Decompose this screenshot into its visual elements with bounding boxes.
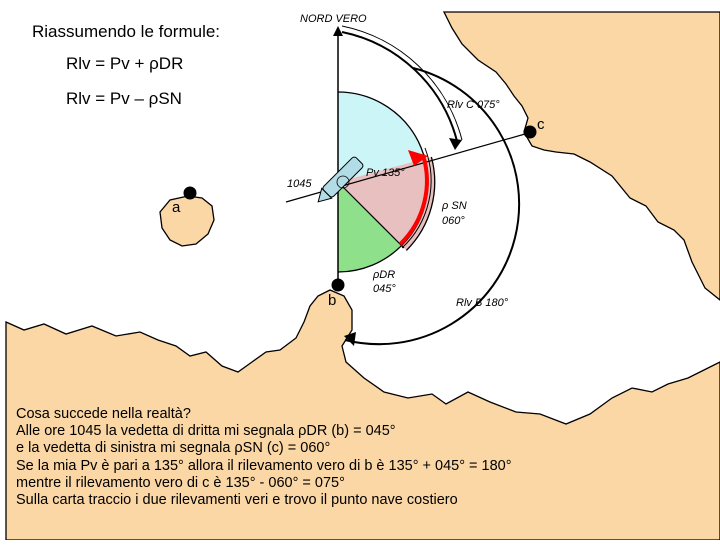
arc-rlv-c bbox=[341, 31, 458, 142]
label-rho-sn-value: 060° bbox=[442, 215, 465, 227]
sector-sn-arc-outline bbox=[405, 156, 436, 251]
red-arc-rho-sn-inner bbox=[401, 147, 432, 249]
label-rlv-c: Rlv C 075° bbox=[447, 99, 500, 111]
formula-rlv-sn: Rlv = Pv – ρSN bbox=[66, 89, 182, 108]
coast-top-right bbox=[442, 11, 720, 301]
explanation-line: mentre il rilevamento vero di c è 135° -… bbox=[16, 474, 345, 491]
heading-line-pv bbox=[337, 181, 405, 249]
label-time: 1045 bbox=[287, 178, 312, 190]
point-c-marker bbox=[523, 125, 537, 139]
ship-wheel-marker bbox=[336, 175, 350, 189]
explanation-line: e la vedetta di sinistra mi segnala ρSN … bbox=[16, 440, 331, 457]
island-a bbox=[159, 195, 215, 247]
label-rlv-b: Rlv B 180° bbox=[456, 297, 509, 309]
label-rho-dr-value: 045° bbox=[373, 283, 396, 295]
explanation-line: Se la mia Pv è pari a 135° allora il ril… bbox=[16, 457, 512, 474]
formula-rlv-dr: Rlv = Pv + ρDR bbox=[66, 54, 184, 73]
explanation-line: Cosa succede nella realtà? bbox=[16, 406, 191, 422]
arc-rlv-b bbox=[344, 67, 521, 346]
explanation-text: Cosa succede nella realtà? Alle ore 1045… bbox=[16, 406, 616, 509]
label-point-a: a bbox=[172, 199, 181, 216]
point-b-marker bbox=[331, 278, 345, 292]
sector-dr-arc-outline bbox=[337, 245, 403, 273]
formula-heading: Riassumendo le formule: bbox=[32, 22, 221, 41]
point-a-marker bbox=[183, 186, 197, 200]
arc-rlv-b-head bbox=[344, 332, 356, 346]
coast-bottom bbox=[5, 289, 720, 541]
red-arc-rho-sn-head bbox=[408, 150, 428, 166]
explanation-line: Sulla carta traccio i due rilevamenti ve… bbox=[16, 492, 458, 509]
explanation-line: Alle ore 1045 la vedetta di dritta mi se… bbox=[16, 423, 396, 440]
label-rho-sn: ρ SN bbox=[442, 200, 467, 212]
arc-rlv-c-head bbox=[449, 138, 462, 150]
red-arc-rho-sn bbox=[398, 154, 429, 246]
label-point-c: c bbox=[537, 116, 545, 133]
label-north: NORD VERO bbox=[300, 13, 367, 25]
ship bbox=[317, 156, 364, 203]
arc-rlv-c-outer bbox=[341, 25, 463, 141]
label-rho-dr: ρDR bbox=[373, 269, 396, 281]
label-pv: Pv 135° bbox=[366, 167, 405, 179]
label-point-b: b bbox=[328, 292, 337, 309]
sector-rho-dr bbox=[338, 182, 402, 272]
